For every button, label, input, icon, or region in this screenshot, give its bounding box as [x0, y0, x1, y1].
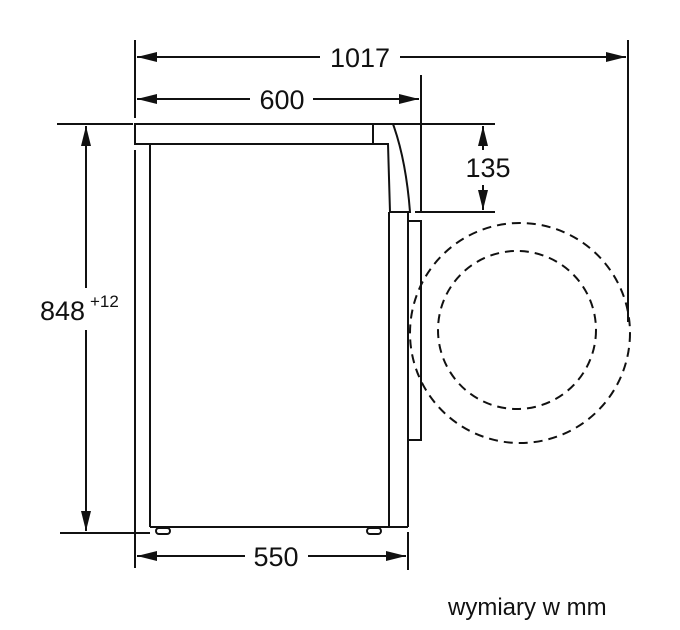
foot-right — [366, 527, 382, 535]
door-panel — [407, 220, 422, 441]
dim-label-550: 550 — [253, 542, 298, 572]
door-swing-outer-circle — [409, 222, 631, 444]
door-swing-inner-circle — [437, 250, 597, 410]
control-panel-curve — [373, 123, 412, 213]
dim-label-848: 848 — [40, 296, 85, 326]
dim-label-600: 600 — [259, 85, 304, 115]
dim-label-848-tolerance: +12 — [90, 292, 119, 311]
foot-left — [155, 527, 171, 535]
dim-label-1017: 1017 — [330, 43, 390, 73]
dim-label-135: 135 — [465, 153, 510, 183]
worktop — [134, 123, 374, 145]
units-caption: wymiary w mm — [448, 594, 607, 621]
